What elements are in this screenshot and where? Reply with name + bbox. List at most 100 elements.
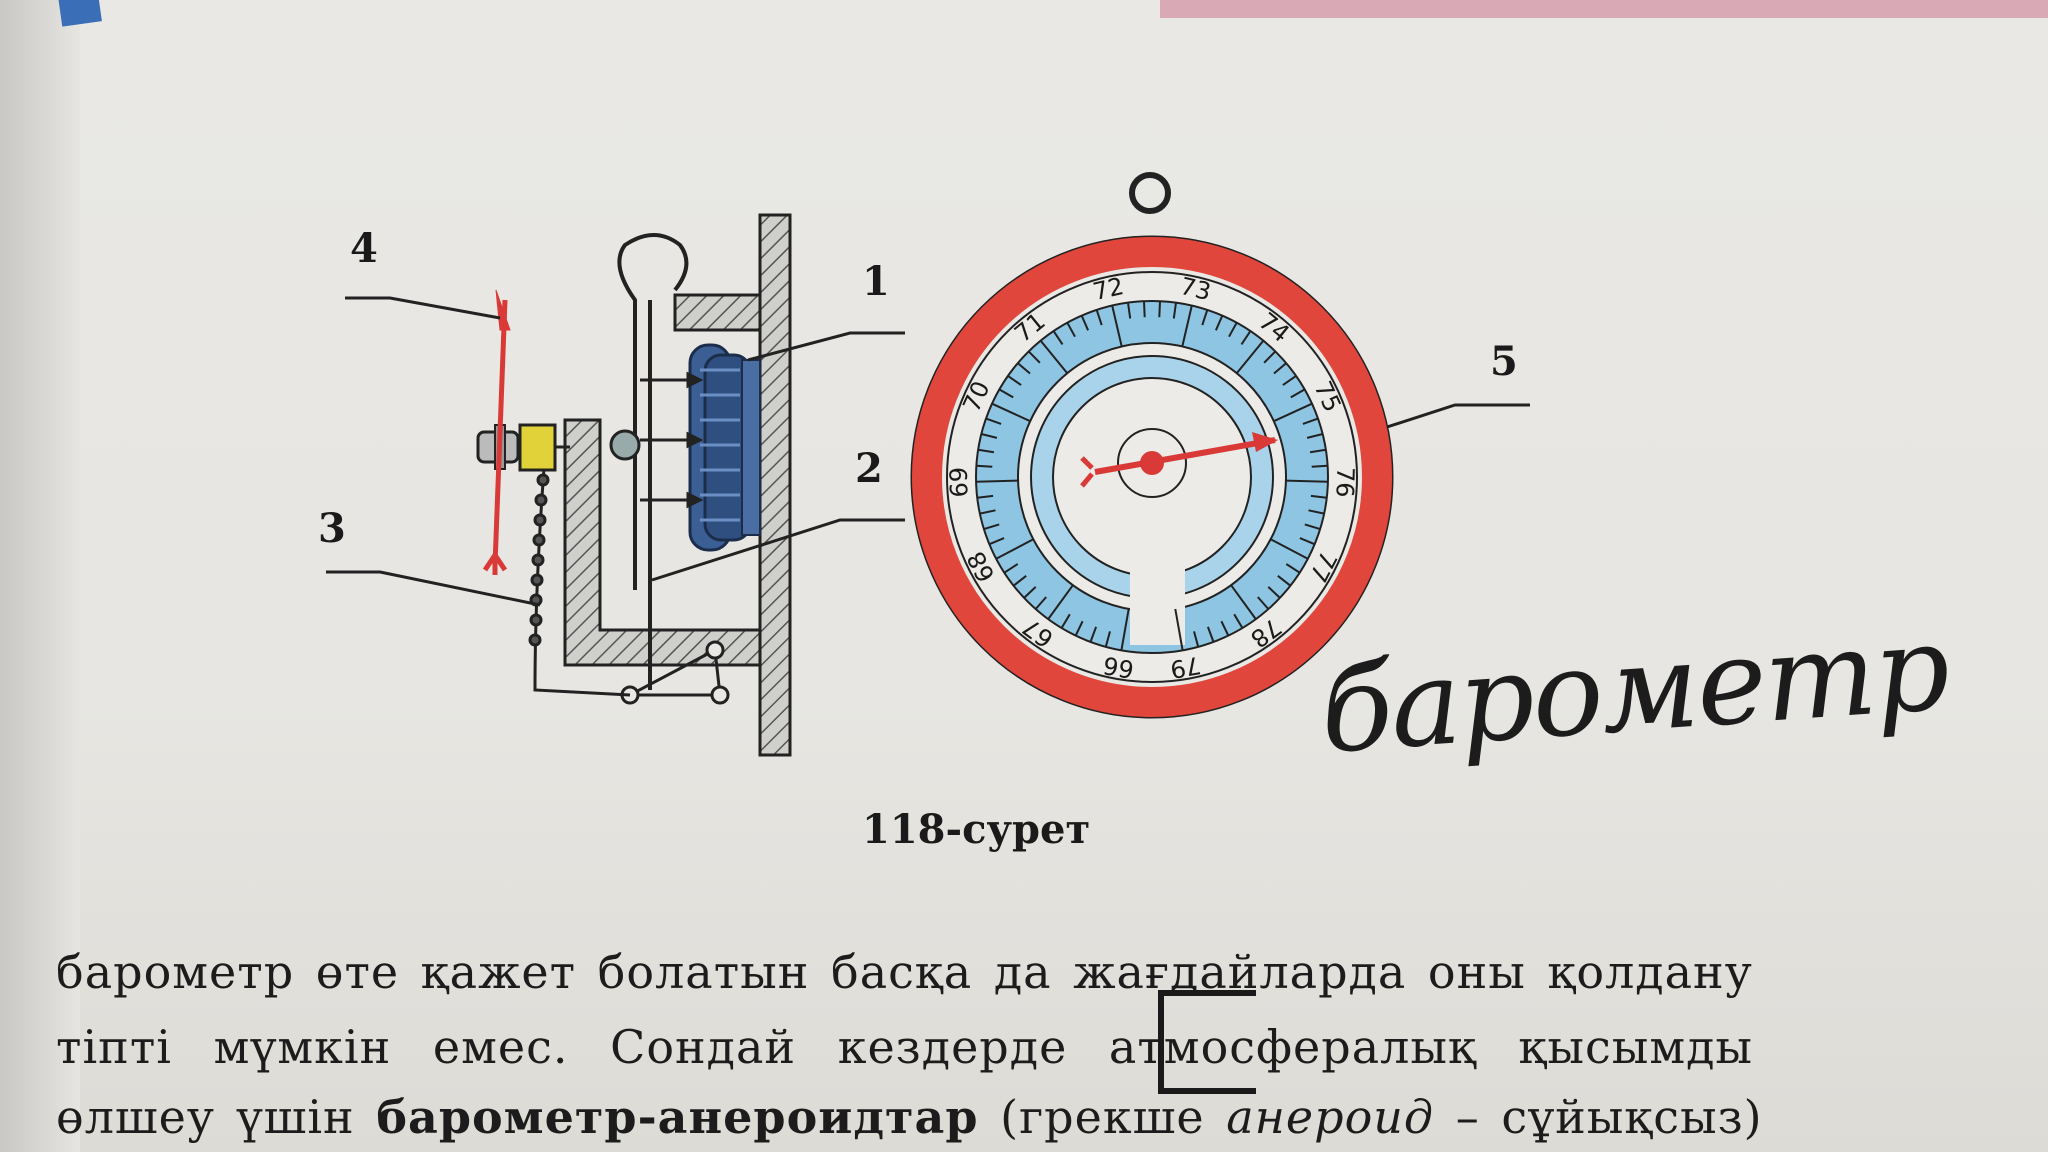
dial-minor-tick — [1007, 375, 1022, 386]
dial-minor-tick — [1311, 464, 1328, 468]
label-3: 3 — [318, 505, 346, 552]
label-2: 2 — [855, 445, 883, 492]
dial-minor-tick — [983, 523, 1000, 531]
dial-needle — [1080, 432, 1278, 488]
dial-minor-tick — [1127, 302, 1132, 319]
dial-minor-tick — [1220, 620, 1230, 637]
dial-minor-tick — [1214, 315, 1224, 331]
dial-number-72: 72 — [1090, 272, 1126, 306]
dial-minor-tick — [1158, 301, 1161, 318]
background-fabric — [1160, 0, 2048, 18]
dial-minor-tick — [1034, 596, 1047, 610]
dial-minor-tick — [1052, 330, 1064, 345]
dial-minor-tick — [1277, 575, 1292, 587]
dial-number-69: 69 — [945, 467, 974, 498]
term-aneroid: анероид — [1226, 1090, 1435, 1144]
dial-minor-tick — [981, 433, 998, 439]
paragraph-line-3: өлшеу үшін барометр-анероидтар (грекше а… — [56, 1090, 1763, 1144]
dial-minor-tick — [1273, 362, 1287, 375]
dial-major-tick — [1174, 608, 1184, 651]
dial-minor-tick — [1302, 417, 1319, 425]
transmission-chain — [528, 454, 631, 697]
dial-minor-tick — [1257, 596, 1270, 610]
dial-minor-tick — [1282, 375, 1297, 386]
dial-minor-tick — [1290, 388, 1306, 399]
dial-minor-tick — [1228, 322, 1238, 338]
dial-number-79: 79 — [1168, 651, 1203, 684]
dial-minor-tick — [1233, 613, 1244, 629]
label-4: 4 — [350, 225, 378, 272]
term-barometer-aneroid: барометр-анероидтар — [376, 1090, 979, 1144]
dial-minor-tick — [1080, 315, 1090, 331]
handwritten-bracket — [1158, 990, 1256, 1094]
page-gutter-shadow — [0, 0, 80, 1152]
line3-end: – сұйықсыз) — [1434, 1090, 1763, 1144]
dial-major-tick — [1181, 305, 1193, 347]
dial-minor-tick — [1240, 330, 1252, 345]
dial-minor-tick — [979, 509, 996, 515]
dial-minor-tick — [1299, 537, 1315, 546]
dial-minor-tick — [1201, 309, 1209, 326]
dial-minor-tick — [977, 494, 994, 499]
label-5: 5 — [1490, 338, 1518, 385]
leader-3 — [326, 570, 541, 607]
dial-number-76: 76 — [1331, 467, 1360, 498]
dial-minor-tick — [1017, 362, 1031, 375]
dial-minor-tick — [1027, 350, 1041, 364]
dial-minor-tick — [989, 537, 1005, 546]
dial-major-tick — [995, 538, 1034, 560]
dial-minor-tick — [1066, 322, 1076, 338]
dial-minor-tick — [1304, 523, 1321, 531]
dial-minor-tick — [1003, 563, 1019, 574]
dial-minor-tick — [976, 464, 993, 468]
dial-major-tick — [976, 479, 1019, 483]
dial-minor-tick — [998, 388, 1014, 399]
dial-minor-tick — [1095, 309, 1103, 326]
dial-major-tick — [1235, 340, 1265, 374]
dial-minor-tick — [977, 448, 995, 454]
dial-minor-tick — [1143, 301, 1146, 318]
line3-start: өлшеу үшін — [56, 1090, 377, 1144]
label-1: 1 — [862, 258, 890, 305]
dial-minor-tick — [1172, 302, 1177, 319]
dial-number-66: 66 — [1101, 651, 1136, 684]
dial-minor-tick — [1023, 586, 1037, 599]
aneroid-mechanism — [326, 213, 1530, 757]
leader-4 — [345, 296, 501, 320]
aneroid-box — [688, 343, 761, 552]
dial-minor-tick — [1089, 626, 1098, 643]
dial-minor-tick — [1310, 494, 1327, 499]
dial-minor-tick — [1193, 631, 1200, 648]
dial-major-tick — [1285, 479, 1328, 483]
dial-minor-tick — [1308, 509, 1325, 515]
dial-minor-tick — [1104, 631, 1111, 648]
dial-major-tick — [1273, 402, 1313, 423]
line3-mid: (грекше — [978, 1090, 1227, 1144]
dial-minor-tick — [1267, 586, 1281, 599]
paragraph-line-2: тіпті мүмкін емес. Сондай кездерде атмос… — [56, 1020, 1754, 1074]
leader-1 — [747, 331, 905, 362]
axle-spring — [476, 423, 570, 472]
dial-major-tick — [1230, 584, 1257, 620]
dial-minor-tick — [1074, 620, 1084, 637]
dial-minor-tick — [1309, 448, 1327, 454]
dial-major-tick — [1047, 584, 1074, 620]
dial-minor-tick — [985, 417, 1002, 425]
figure-caption: 118-сурет — [862, 806, 1091, 853]
dial-minor-tick — [1060, 613, 1071, 629]
dial-major-tick — [1039, 340, 1069, 374]
dial-major-tick — [991, 402, 1031, 423]
dial-number-73: 73 — [1178, 272, 1214, 306]
pointer-arrow — [482, 289, 511, 575]
dial-major-tick — [1111, 305, 1123, 347]
dial-minor-tick — [1263, 350, 1277, 364]
dial-major-tick — [1120, 608, 1130, 651]
paragraph-line-1: барометр өте қажет болатын басқа да жағд… — [56, 945, 1753, 999]
dial-major-tick — [1270, 538, 1309, 560]
dial-minor-tick — [1285, 563, 1301, 574]
leader-2 — [651, 518, 905, 582]
dial-minor-tick — [1206, 626, 1215, 643]
